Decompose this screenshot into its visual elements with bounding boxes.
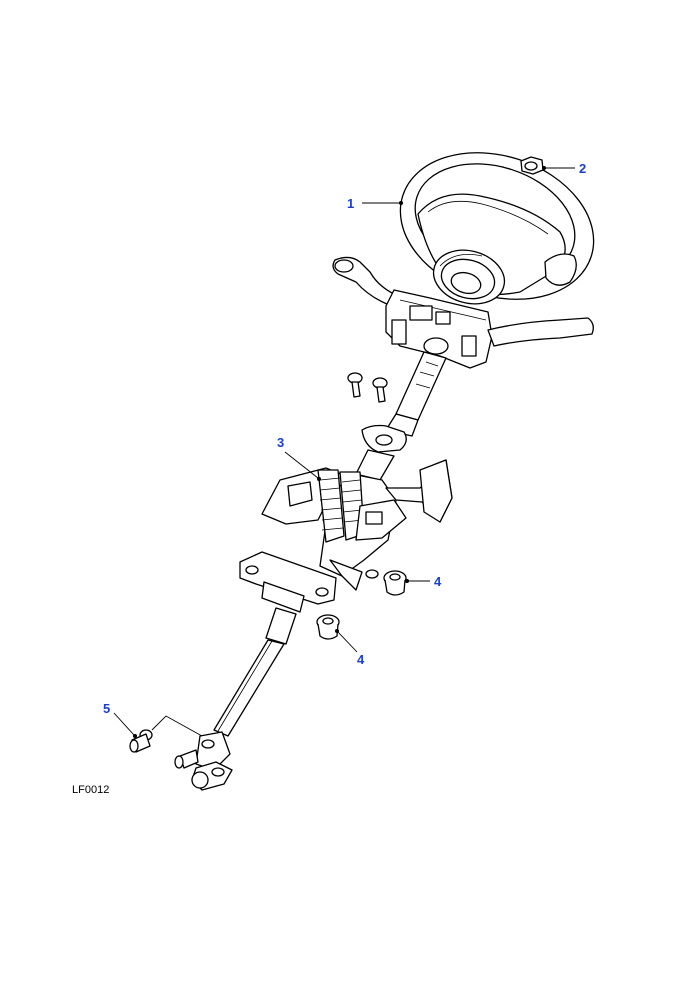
callout-leader-lines bbox=[113, 166, 575, 738]
callout-4-lower: 4 bbox=[357, 652, 365, 667]
callout-3: 3 bbox=[277, 435, 284, 450]
steering-column-body bbox=[261, 459, 453, 591]
universal-joint bbox=[174, 731, 233, 791]
upper-steering-shaft bbox=[355, 337, 449, 481]
figure-reference-code: LF0012 bbox=[72, 784, 109, 796]
column-switch-assembly bbox=[332, 256, 594, 369]
callout-5: 5 bbox=[103, 701, 110, 716]
pinch-bolt bbox=[129, 729, 153, 753]
shroud-screw-pair bbox=[347, 372, 388, 403]
bush-grommet-lower bbox=[316, 614, 340, 640]
wheel-retaining-nut bbox=[520, 156, 544, 175]
callout-1: 1 bbox=[347, 196, 354, 211]
callout-2: 2 bbox=[579, 161, 586, 176]
callout-4-upper: 4 bbox=[434, 574, 442, 589]
bush-grommet-upper bbox=[383, 570, 407, 596]
steering-wheel bbox=[399, 152, 595, 305]
lower-intermediate-shaft bbox=[213, 607, 297, 737]
lower-mounting-bracket bbox=[239, 551, 337, 613]
